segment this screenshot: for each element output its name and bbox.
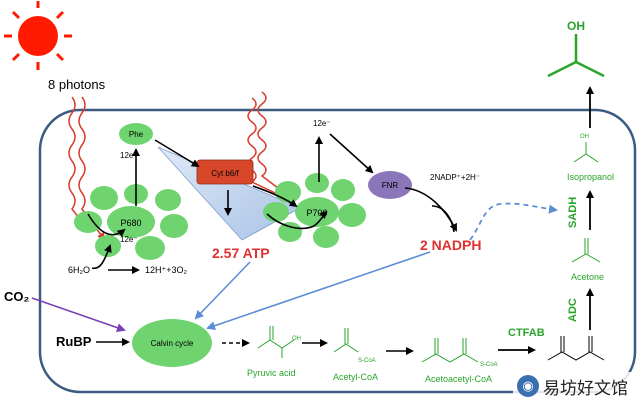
isopropanol-small-oh: OH [580,134,589,140]
acetyl-coa-label: Acetyl-CoA [333,372,378,382]
water-label: 6H₂O [68,265,90,275]
ctfab-enzyme-label: CTFAB [508,327,545,339]
photons-label: 8 photons [48,77,106,92]
acetone-label: Acetone [571,272,604,282]
watermark: ◉ 易坊好文馆 [513,372,632,400]
p700-label: P700 [306,208,327,218]
acetyl-coa-structure [333,328,359,353]
p680-label: P680 [120,218,141,228]
watermark-logo-icon: ◉ [517,375,539,397]
photon-arrow-4 [257,91,296,202]
isopropanol-structure-large [547,34,605,78]
cyt-b6f-label: Cyt b6/f [211,169,239,178]
pyruvic-oh: OH [292,336,301,342]
rubp-label: RuBP [56,334,92,349]
watermark-text: 易坊好文馆 [543,378,628,399]
cell-membrane [38,108,637,394]
acetoacetate-structure [547,336,605,361]
acetoacetyl-coa-label: Acetoacetyl-CoA [425,374,492,384]
phe-label: Phe [129,130,144,139]
sun-icon [4,1,72,70]
acetone-structure [571,238,601,263]
atp-label: 2.57 ATP [212,245,270,261]
pyruvic-acid-label: Pyruvic acid [247,368,296,378]
nadph-to-calvin-arrow [206,251,431,330]
nadph-label: 2 NADPH [420,237,481,253]
fnr-label: FNR [382,181,399,190]
isopropanol-label: Isopropanol [567,172,614,182]
photon-arrow-2 [78,96,106,241]
co2-arrow [31,297,126,332]
acetoacetyl-coa-structure [421,338,479,363]
acetyl-scoa: S-CoA [358,358,376,364]
electron-label-psii: 12e⁻ [120,235,138,244]
acetoacetyl-scoa: S-CoA [480,362,498,368]
photon-arrow-1 [68,96,88,229]
isopropanol-large-oh: OH [567,19,585,33]
nadp-plus-label: 2NADP⁺+2H⁻ [430,173,480,182]
calvin-cycle-node[interactable] [132,319,212,367]
co2-label: CO₂ [4,289,30,304]
cyt-b6f-complex [196,159,254,185]
sadh-enzyme-label: SADH [567,197,579,228]
fnr-node [368,171,412,199]
psi-cluster [263,173,366,248]
isopropanol-structure-small [573,142,599,163]
electron-label-psii-top: 12e⁻ [120,151,138,160]
pyruvic-acid-structure [257,326,295,358]
phe-node [119,123,153,145]
calvin-cycle-label: Calvin cycle [151,339,194,348]
psii-cluster [74,184,188,260]
proton-oxygen-label: 12H⁺+3O₂ [145,265,188,275]
adc-enzyme-label: ADC [567,298,579,322]
electron-label-psi: 12e⁻ [313,119,331,128]
atp-to-calvin-arrow [194,261,251,320]
nadph-to-sadh-dashed-arrow [469,202,558,241]
light-reaction-arrows [87,133,457,274]
